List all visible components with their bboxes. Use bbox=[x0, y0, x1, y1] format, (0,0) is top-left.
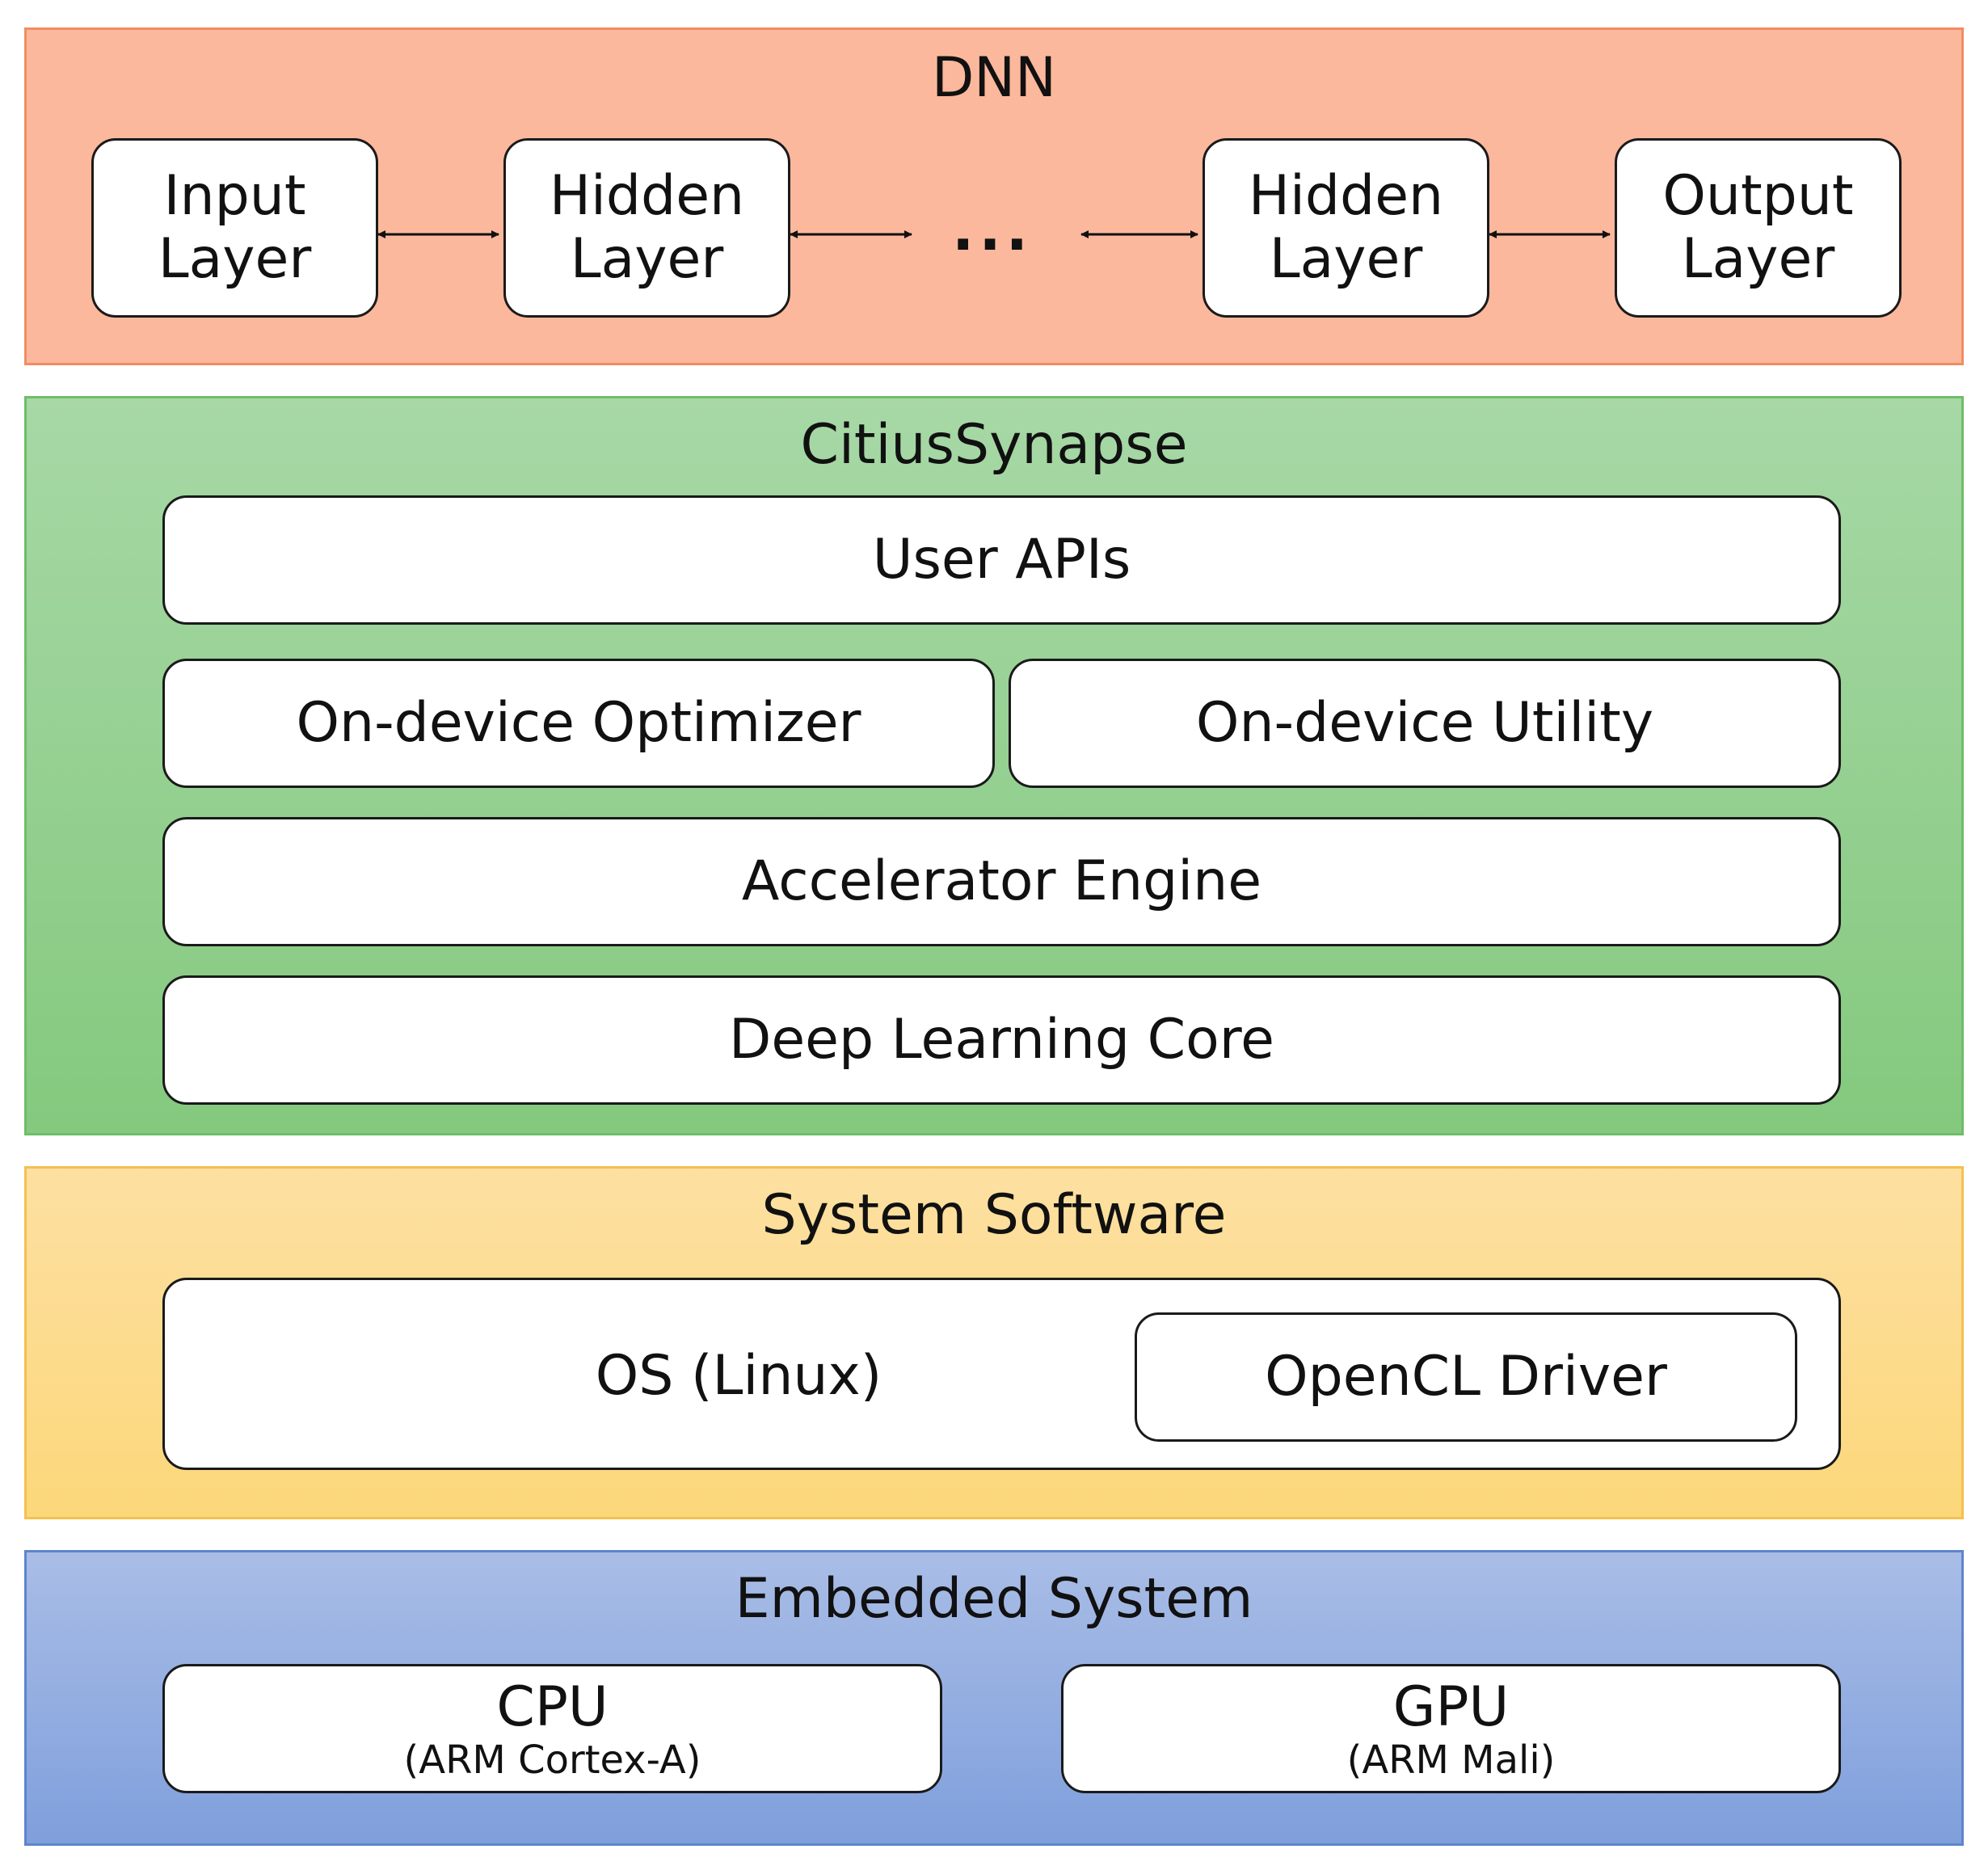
system-software-panel: System Software OS (Linux) OpenCL Driver bbox=[24, 1166, 1964, 1519]
on-device-optimizer-box: On-device Optimizer bbox=[162, 659, 995, 788]
cpu-sublabel: (ARM Cortex-A) bbox=[403, 1737, 701, 1783]
system-software-title: System Software bbox=[761, 1183, 1227, 1247]
accelerator-engine-box: Accelerator Engine bbox=[162, 817, 1841, 946]
deep-learning-core-box: Deep Learning Core bbox=[162, 975, 1841, 1105]
user-apis-box: User APIs bbox=[162, 495, 1841, 625]
gpu-box: GPU (ARM Mali) bbox=[1061, 1664, 1841, 1793]
cpu-label: CPU bbox=[496, 1674, 609, 1739]
dnn-panel: DNN Input Layer Hidden Layer ... Hidden … bbox=[24, 27, 1964, 365]
citiussynapse-panel: CitiusSynapse User APIs On-device Optimi… bbox=[24, 396, 1964, 1135]
cpu-box: CPU (ARM Cortex-A) bbox=[162, 1664, 942, 1793]
embedded-system-panel: Embedded System CPU (ARM Cortex-A) GPU (… bbox=[24, 1550, 1964, 1846]
output-layer-box: Output Layer bbox=[1615, 138, 1902, 318]
dnn-title: DNN bbox=[931, 46, 1057, 110]
input-layer-box: Input Layer bbox=[91, 138, 378, 318]
opencl-driver-box: OpenCL Driver bbox=[1135, 1312, 1797, 1442]
hidden-layer-box-1: Hidden Layer bbox=[503, 138, 790, 318]
hidden-layer-box-2: Hidden Layer bbox=[1202, 138, 1489, 318]
ellipsis: ... bbox=[951, 196, 1034, 263]
gpu-label: GPU bbox=[1392, 1674, 1510, 1739]
embedded-system-title: Embedded System bbox=[735, 1567, 1253, 1631]
gpu-sublabel: (ARM Mali) bbox=[1346, 1737, 1556, 1783]
os-linux-label: OS (Linux) bbox=[595, 1344, 882, 1408]
os-linux-box: OS (Linux) OpenCL Driver bbox=[162, 1278, 1841, 1470]
on-device-utility-box: On-device Utility bbox=[1009, 659, 1841, 788]
citiussynapse-title: CitiusSynapse bbox=[800, 413, 1188, 477]
